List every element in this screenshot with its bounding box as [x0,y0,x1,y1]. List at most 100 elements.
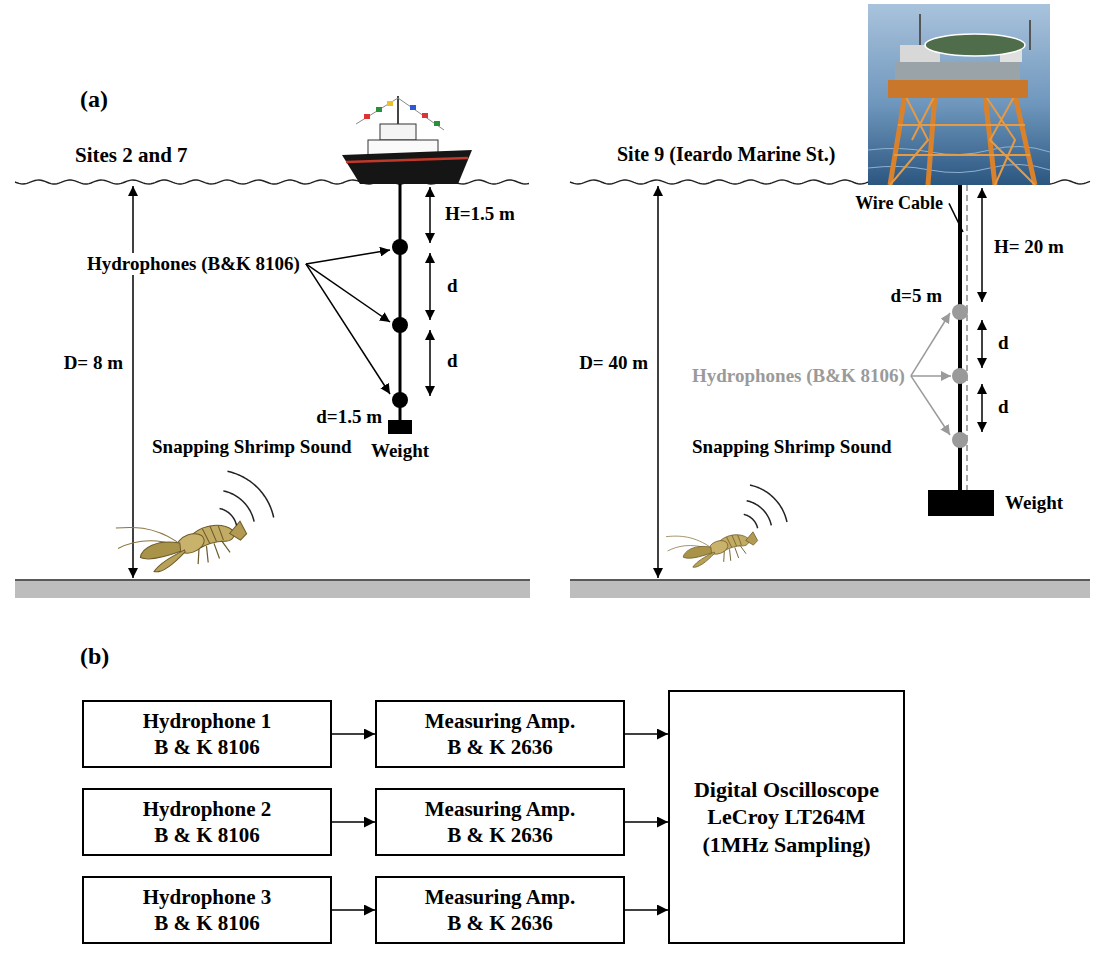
leader-arrow [306,203,963,435]
platform-photo [925,34,1025,56]
sound-wave [223,491,254,522]
site-title: Sites 2 and 7 [73,143,190,167]
dimension-arrow [657,186,659,578]
amplifier-box: Measuring Amp.B & K 2636 [375,700,625,768]
dimension-label: D= 8 m [62,352,125,374]
platform-photo [868,4,1050,185]
platform-photo [888,80,1028,98]
box-title: Hydrophone 3 [143,884,272,910]
ship-icon [342,96,472,184]
box-title: Hydrophone 1 [143,708,272,734]
leader-arrow [911,313,950,376]
box-detail: B & K 8106 [154,910,260,936]
dimension-arrow [981,320,983,368]
dimension-arrow [133,186,982,578]
dimension-label: H= 20 m [992,236,1066,258]
connector-arrow [625,733,668,735]
sea-floor [570,581,1090,598]
sea-floor [15,581,530,598]
source-label: Snapping Shrimp Sound [150,436,354,458]
amplifier-box: Measuring Amp.B & K 2636 [375,876,625,944]
dimension-label: d=1.5 m [314,406,384,428]
sound-wave [227,471,273,517]
dimension-arrow [981,384,983,432]
box-detail: B & K 2636 [447,910,553,936]
panel-label: (a) [78,86,110,114]
dimension-label: H=1.5 m [443,203,517,225]
hydrophone-dot [392,239,408,408]
connector-arrow [625,909,668,911]
shrimp-icon [663,508,761,580]
panel-label: (b) [78,643,111,671]
site-title: Site 9 (Ieardo Marine St.) [615,143,837,166]
ship-icon [422,113,428,118]
dimension-label: d [996,396,1011,418]
sound-wave [747,501,772,526]
connector-arrow [625,821,668,823]
amplifier-box: Measuring Amp.B & K 2636 [375,788,625,856]
dimension-arrow [429,253,431,320]
part-label: Hydrophones (B&K 8106) [690,365,907,387]
source-label: Snapping Shrimp Sound [690,436,894,458]
box-detail: LeCroy LT264M [707,803,865,831]
part-label: Hydrophones (B&K 8106) [85,253,302,275]
sensor-box: Hydrophone 1B & K 8106 [82,700,332,768]
part-label: Wire Cable [853,193,945,214]
platform-photo [895,62,1020,80]
ship-icon [380,124,416,140]
platform-photo [868,4,1050,185]
sea-floor [15,580,1090,598]
connector-arrow [332,821,375,823]
sound-wave [220,508,237,525]
box-detail: B & K 8106 [154,734,260,760]
hydrophone-line [399,184,402,420]
sound-wave [220,471,787,528]
box-detail: B & K 8106 [154,822,260,848]
sound-wave [744,514,758,528]
hydrophone-dot [392,317,408,333]
connector-arrow [332,733,375,735]
ship-icon [434,121,440,126]
platform-photo [919,14,921,45]
connector-arrow [332,909,375,911]
hydrophone-dot [952,368,968,384]
hydrophone-dot [392,392,408,408]
dimension-arrow [429,187,431,243]
ship-icon [342,150,472,184]
sound-wave [750,485,787,522]
leader-arrow [306,264,390,394]
platform-photo [890,95,1035,185]
dimension-label: d=5 m [889,285,944,307]
sea-floor [570,579,1090,581]
part-label: Weight [1003,492,1065,514]
dimension-arrow [132,186,134,578]
ship-icon [387,101,393,106]
part-label: Weight [369,440,431,462]
box-title: Measuring Amp. [425,884,576,910]
box-detail: (1MHz Sampling) [702,831,870,859]
ship-icon [364,114,370,119]
box-detail: B & K 2636 [447,822,553,848]
box-title: Digital Oscilloscope [694,776,879,804]
hydrophone-dot [392,239,408,255]
leader-arrow [949,203,963,232]
shrimp-icon [111,487,251,590]
platform-photo [1029,20,1031,50]
ship-icon [376,107,382,112]
leader-arrow [911,375,951,377]
hydrophone-line [400,184,401,420]
sensor-box: Hydrophone 2B & K 8106 [82,788,332,856]
leader-arrow [306,250,390,264]
ship-icon [346,158,468,162]
leader-arrow [911,376,950,435]
dimension-label: d [445,275,460,297]
ship-icon [410,105,416,110]
box-detail: B & K 2636 [447,734,553,760]
hydrophone-dot [952,432,968,448]
platform-photo [890,95,1035,185]
sea-floor [15,579,530,581]
box-title: Hydrophone 2 [143,796,272,822]
leader-arrow [306,264,390,322]
dimension-label: d [445,350,460,372]
